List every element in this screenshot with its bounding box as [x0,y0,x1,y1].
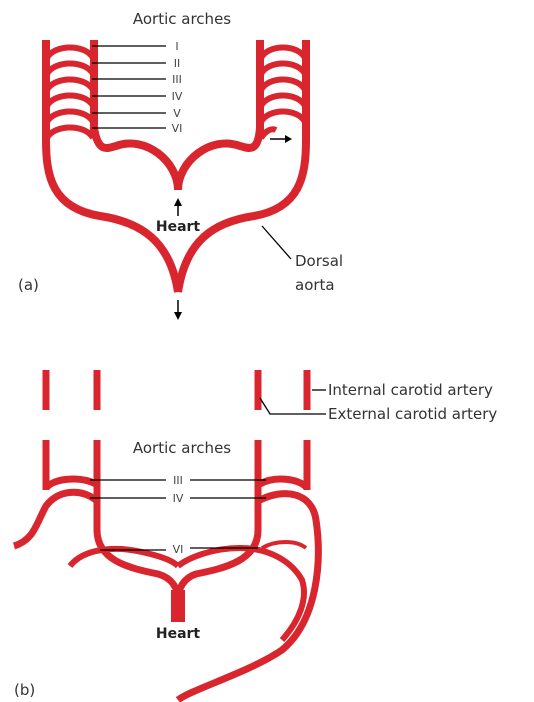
arrow-up-head [174,198,182,206]
left-arches [47,48,93,139]
arch-label-1: I [175,40,178,53]
arch-label-3: III [172,73,182,86]
ventral-aorta [94,128,178,190]
left-inner-column-b [97,440,178,600]
internal-carotid-label: Internal carotid artery [328,381,493,399]
heart-label-b: Heart [156,626,201,642]
panel-b-title: Aortic arches [133,439,231,457]
arch-iii-left [46,479,96,488]
ventral-aorta-right [178,128,260,190]
arch-left-6 [47,128,93,139]
arch-label-6: VI [172,122,183,135]
arch-left-4 [47,96,93,107]
heart-label-a: Heart [156,219,201,235]
external-carotid-label: External carotid artery [328,405,497,423]
arch-label-vi: VI [173,543,184,556]
panel-b: Internal carotid artery External carotid… [14,370,497,700]
panel-a-arch-labels: I II III IV V VI [92,40,183,135]
arch-right-4 [261,96,305,107]
arch-label-5: V [173,107,181,120]
arch-iii-right [260,479,307,488]
arch-right-5 [261,112,305,123]
arrow-right-head [285,135,292,143]
panel-b-arch-labels: III IV VI [90,474,266,556]
arch-label-2: II [174,57,181,70]
panel-b-vessels [14,370,318,700]
dorsal-aorta-label-1: Dorsal [295,252,343,270]
right-arches [261,48,305,139]
arch-label-iv: IV [173,492,184,505]
panel-a: Aortic arches [18,10,343,320]
right-inner-column-b [178,440,258,600]
arch-left-3 [47,80,93,91]
arch-left-5 [47,112,93,123]
panel-b-label: (b) [14,681,35,699]
arch-left-2 [47,64,93,75]
arch-iv-left [14,492,96,546]
arch-label-4: IV [172,90,183,103]
dorsal-aorta-left [46,116,178,292]
panel-a-label: (a) [18,276,39,294]
arch-left-1 [47,48,93,59]
external-carotid-leader [260,398,326,414]
arch-right-1 [261,48,305,59]
ductus-branch [262,542,306,548]
dorsal-aorta-leader [262,226,291,259]
carotid-labels: Internal carotid artery External carotid… [260,381,497,423]
dorsal-aorta-label-2: aorta [295,276,335,294]
panel-a-title: Aortic arches [133,10,231,28]
arch-right-3 [261,80,305,91]
arrow-down-head [174,312,182,320]
dorsal-aorta-right [178,116,306,292]
arch-right-2 [261,64,305,75]
arch-right-6-interrupted [261,129,276,138]
arch-iv-right [178,494,318,700]
arch-label-iii: III [173,474,183,487]
